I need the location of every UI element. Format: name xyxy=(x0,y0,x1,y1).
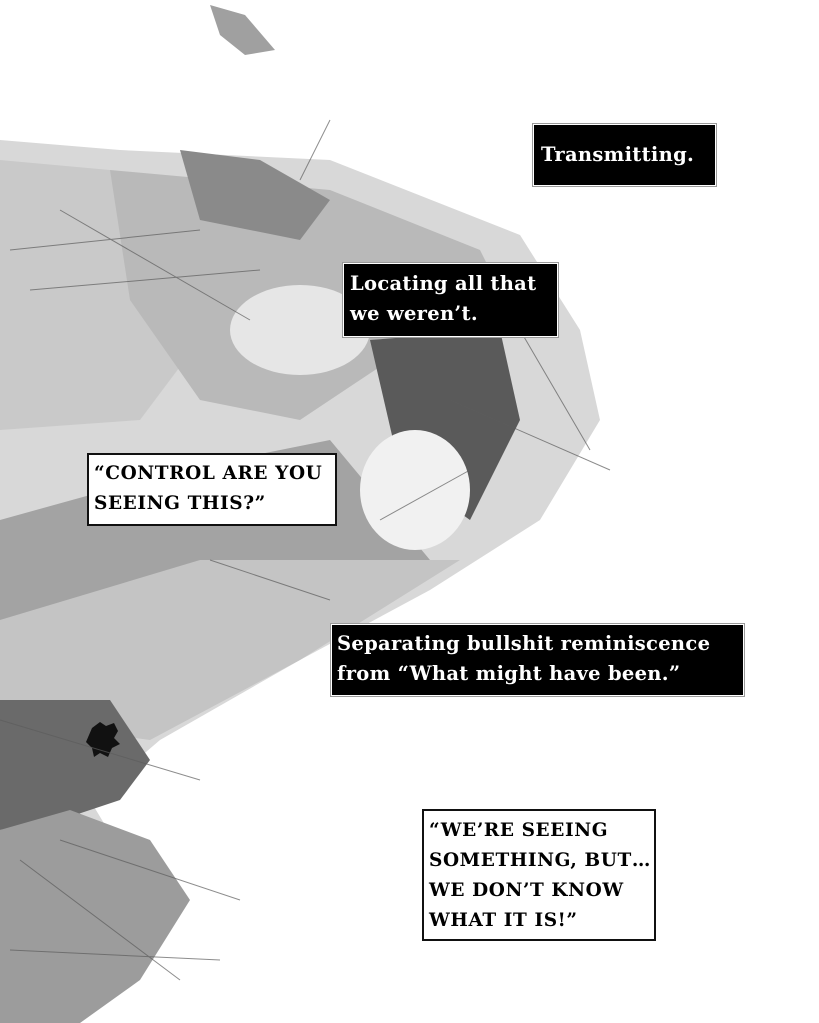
caption-separating: Separating bullshit reminiscence from “W… xyxy=(332,625,743,695)
art-shape-pale-blob xyxy=(230,285,370,375)
art-scratch-lines xyxy=(0,119,611,981)
caption-transmitting: Transmitting. xyxy=(534,125,715,185)
art-shape-white-blob xyxy=(360,430,470,550)
art-shape-dark-upper xyxy=(180,150,330,240)
dialogue-line: WHAT IT IS!” xyxy=(429,910,578,931)
caption-line: we weren’t. xyxy=(350,302,478,325)
caption-line: Separating bullshit reminiscence xyxy=(337,632,711,655)
caption-line: from “What might have been.” xyxy=(337,662,681,685)
dialogue-line: WE DON’T KNOW xyxy=(429,880,624,901)
dialogue-line: “CONTROL ARE YOU xyxy=(94,463,323,484)
dialogue-line: SOMETHING, BUT… xyxy=(429,850,651,871)
dialogue-line: “WE’RE SEEING xyxy=(429,820,609,841)
art-shape-light-stripe xyxy=(0,560,460,740)
dialogue-line: SEEING THIS?” xyxy=(94,493,266,514)
art-shape-upper-left xyxy=(0,160,230,430)
dialogue-seeing: “WE’RE SEEING SOMETHING, BUT… WE DON’T K… xyxy=(422,809,656,941)
dialogue-control: “CONTROL ARE YOU SEEING THIS?” xyxy=(87,453,337,526)
art-shape-top-shard xyxy=(210,5,275,55)
caption-line: Locating all that xyxy=(350,272,537,295)
caption-locating: Locating all that we weren’t. xyxy=(344,264,557,336)
caption-line: Transmitting. xyxy=(541,143,695,166)
